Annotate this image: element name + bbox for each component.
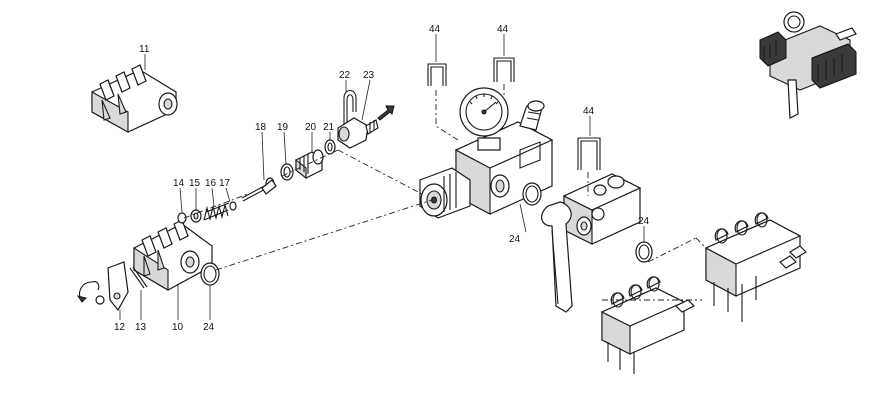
part-19-o-ring: [280, 163, 294, 181]
callout-labels: 11 10 12 13 14 15 16 17 18 19 20 21 22 2…: [114, 24, 650, 333]
callout-20: 20: [305, 122, 317, 133]
callout-22: 22: [339, 70, 351, 81]
part-13-pin: [129, 266, 148, 289]
part-11-distributor-block: [91, 64, 178, 133]
part-44-clip-left: [427, 63, 447, 86]
assembly-axis-lines: [183, 84, 707, 301]
assembled-unit-thumbnail: [759, 11, 857, 119]
callout-24-right: 24: [638, 216, 650, 227]
part-24-o-ring-left: [200, 262, 220, 286]
callout-21: 21: [323, 122, 335, 133]
callout-15: 15: [189, 178, 201, 189]
callout-10: 10: [172, 322, 184, 333]
part-44-clip-right: [577, 137, 601, 170]
callout-44-middle: 44: [497, 24, 509, 35]
section-valve-group-lower: [600, 276, 696, 374]
pressure-gauge: [459, 87, 509, 151]
callout-14: 14: [173, 178, 185, 189]
part-12-lever-clip: [76, 261, 129, 312]
part-23-quick-coupling: [337, 117, 379, 149]
callout-19: 19: [277, 122, 289, 133]
flow-direction-arrow: [377, 105, 395, 121]
callout-24-center: 24: [509, 234, 521, 245]
callout-17: 17: [219, 178, 231, 189]
part-20-threaded-fitting: [295, 149, 324, 180]
valve-body-with-lever: [562, 173, 642, 245]
callout-12: 12: [114, 322, 126, 333]
part-14-ring: [177, 212, 187, 224]
callout-13: 13: [135, 322, 147, 333]
part-18-valve-stem: [241, 177, 277, 202]
part-17-ring: [229, 201, 237, 211]
leader-lines: [119, 34, 645, 320]
callout-11: 11: [139, 44, 150, 55]
callout-16: 16: [205, 178, 217, 189]
part-10-distributor-block: [133, 219, 213, 291]
part-24-o-ring-center: [522, 182, 542, 206]
part-44-clip-middle: [493, 57, 515, 82]
callout-23: 23: [363, 70, 375, 81]
hose-elbow: [519, 100, 545, 131]
callout-44-right: 44: [583, 106, 595, 117]
handle-lever: [541, 201, 573, 313]
callout-24-left: 24: [203, 322, 215, 333]
part-22-spring-clip: [343, 89, 357, 124]
part-24-o-ring-right: [635, 241, 653, 263]
callout-18: 18: [255, 122, 267, 133]
callout-44-left: 44: [429, 24, 441, 35]
part-16-spring: [203, 202, 230, 222]
section-valve-group-upper: [704, 212, 807, 322]
